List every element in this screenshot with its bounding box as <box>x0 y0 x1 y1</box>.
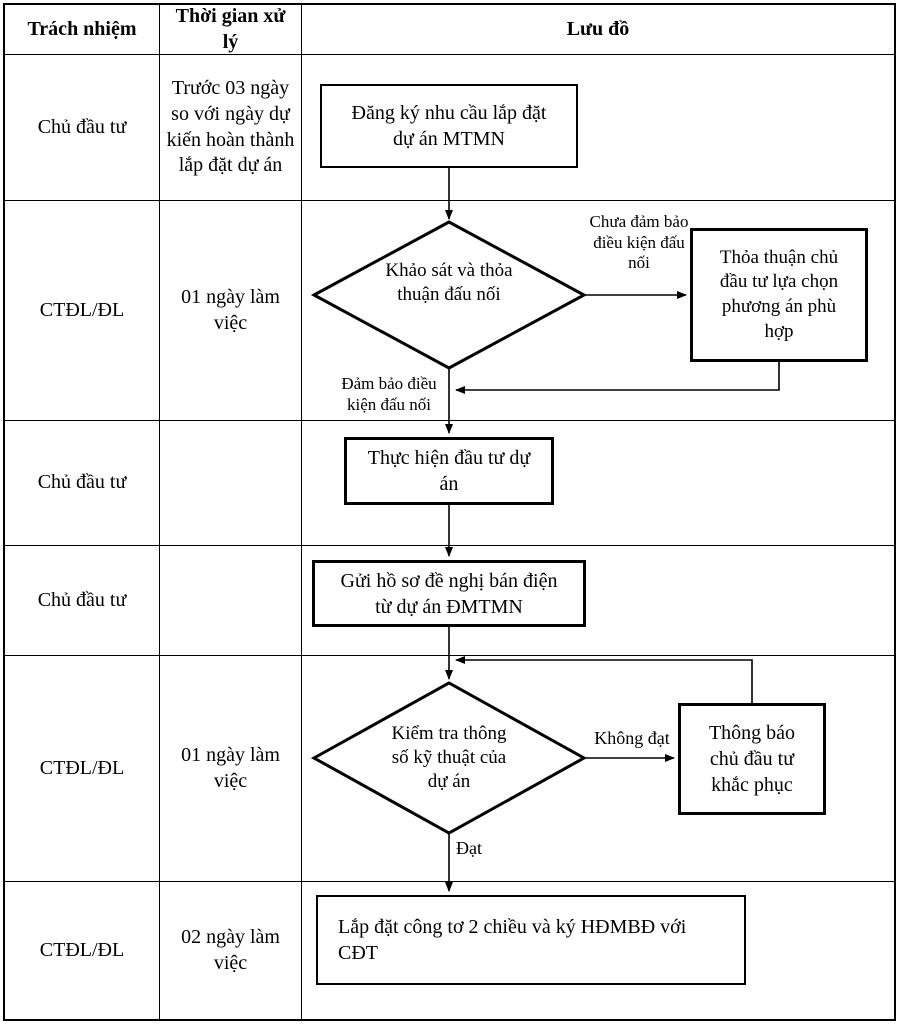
row4-flow-cell <box>302 546 894 656</box>
row1-responsibility: Chủ đầu tư <box>5 55 160 201</box>
flow-step-register: Đăng ký nhu cầu lắp đặt dự án MTMN <box>320 84 578 168</box>
flow-step-agree-option: Thỏa thuận chủ đầu tư lựa chọn phương án… <box>690 228 868 362</box>
flow-step-notify-fix: Thông báo chủ đầu tư khắc phục <box>678 703 826 815</box>
header-processing-time: Thời gian xử lý <box>160 5 302 55</box>
row2-responsibility: CTĐL/ĐL <box>5 201 160 421</box>
process-table: Trách nhiệm Thời gian xử lý Lưu đồ Chủ đ… <box>3 3 896 1021</box>
label-meeting-conditions: Đảm bảo điều kiện đấu nối <box>341 374 437 414</box>
decision-check-text: Kiểm tra thông số kỹ thuật của dự án <box>391 723 507 792</box>
row2-flow-cell <box>302 201 894 421</box>
label-not-meeting-conditions: Chưa đảm bảo điều kiện đấu nối <box>589 212 689 273</box>
row3-responsibility: Chủ đầu tư <box>5 421 160 546</box>
flow-step-invest: Thực hiện đầu tư dự án <box>344 437 554 505</box>
header-responsibility: Trách nhiệm <box>5 5 160 55</box>
flow-step-dossier: Gửi hồ sơ đề nghị bán điện từ dự án ĐMTM… <box>312 560 586 627</box>
label-pass: Đạt <box>456 838 482 858</box>
row5-time: 01 ngày làm việc <box>160 656 302 882</box>
arrow-agreebox-return <box>455 362 780 394</box>
row4-time <box>160 546 302 656</box>
header-flowchart: Lưu đồ <box>302 5 894 55</box>
row1-time: Trước 03 ngày so với ngày dự kiến hoàn t… <box>160 55 302 201</box>
label-not-pass: Không đạt <box>594 728 670 748</box>
row6-time: 02 ngày làm việc <box>160 882 302 1019</box>
row6-responsibility: CTĐL/ĐL <box>5 882 160 1019</box>
row3-flow-cell <box>302 421 894 546</box>
row3-time <box>160 421 302 546</box>
row1-flow-cell <box>302 55 894 201</box>
row2-time: 01 ngày làm việc <box>160 201 302 421</box>
decision-survey-text: Khảo sát và thỏa thuận đấu nối <box>385 260 513 305</box>
flow-step-install-meter: Lắp đặt công tơ 2 chiều và ký HĐMBĐ với … <box>316 895 746 985</box>
row5-responsibility: CTĐL/ĐL <box>5 656 160 882</box>
row4-responsibility: Chủ đầu tư <box>5 546 160 656</box>
row5-flow-cell <box>302 656 894 882</box>
arrow-notify-feedback <box>455 656 753 703</box>
